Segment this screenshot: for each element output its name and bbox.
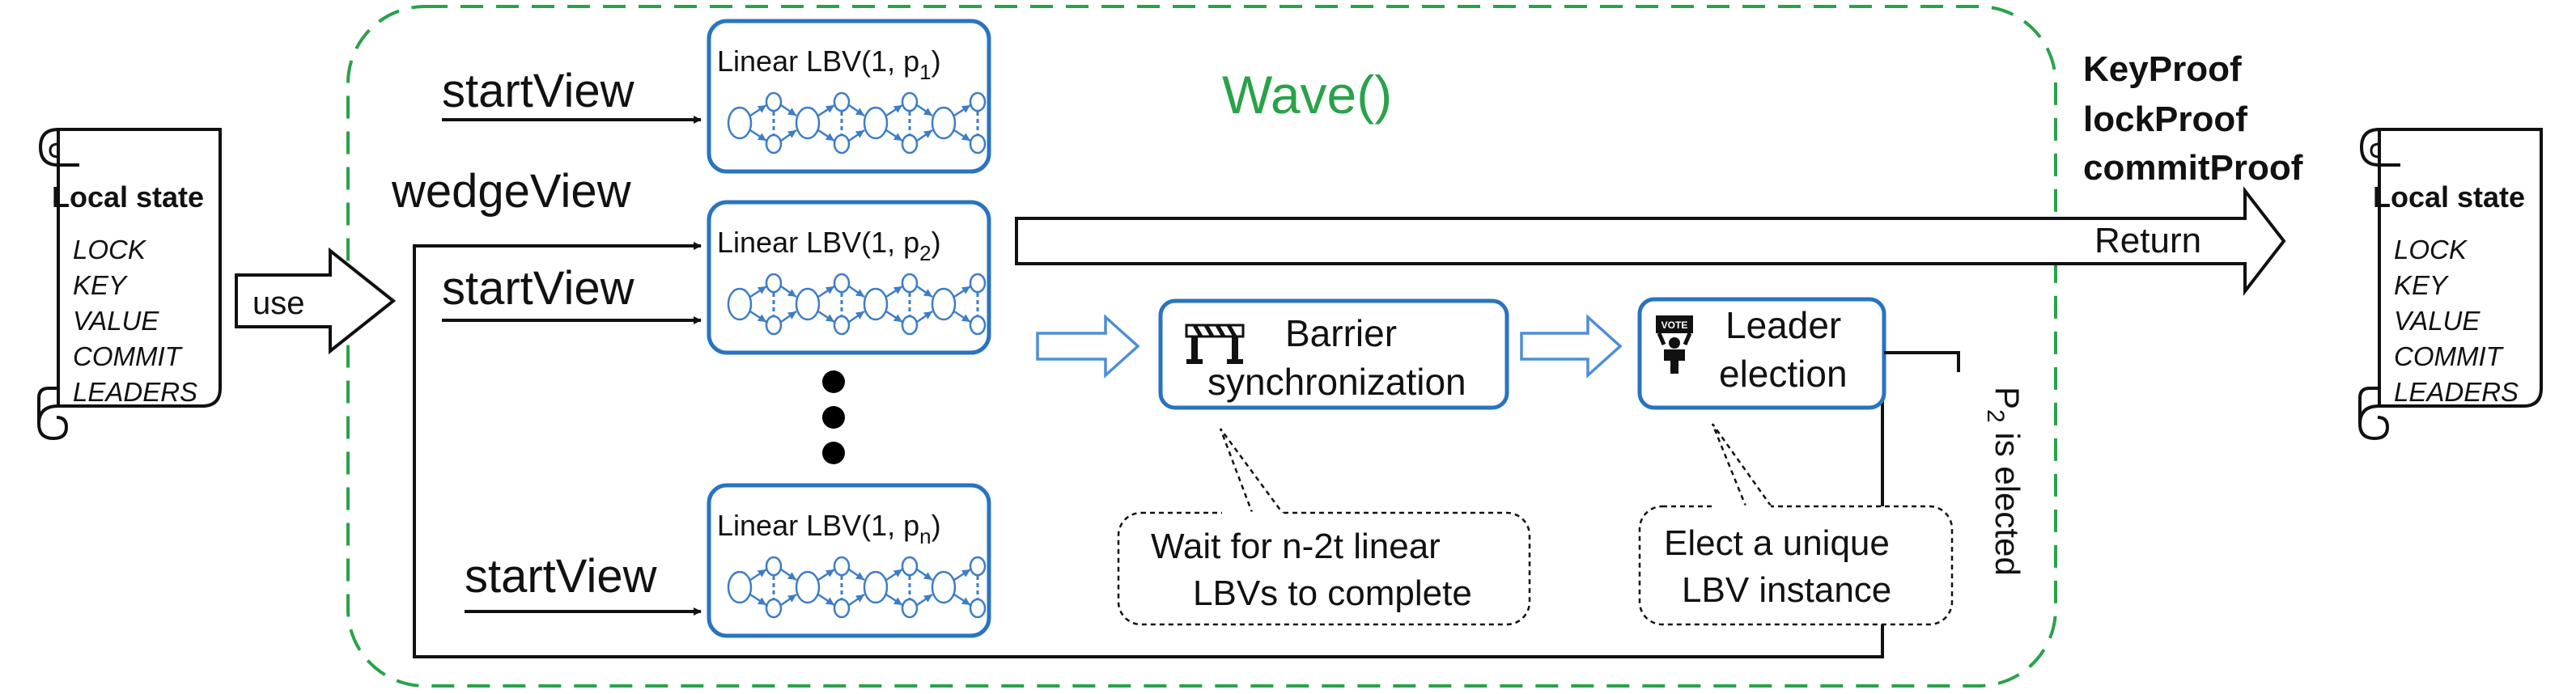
use-arrow: [235, 247, 397, 355]
barrier-line-1: Barrier: [1285, 312, 1397, 354]
lbv-instance-2: Linear LBV(1, p2): [707, 200, 991, 355]
barrier-line-2: synchronization: [1207, 361, 1466, 403]
right-local-state-title: Local state: [2373, 180, 2525, 214]
return-arrow: [1015, 186, 2286, 296]
flow-arrow-to-leader: [1520, 314, 1623, 379]
leader-note-line-2: LBV instance: [1682, 570, 1891, 610]
right-local-state-scroll: Local state LOCK KEY VALUE COMMIT LEADER…: [2358, 128, 2543, 440]
lbv-instance-1-label: Linear LBV(1, p1): [717, 44, 941, 84]
ellipsis-dot-2: [822, 406, 845, 429]
lbv-instance-n-label: Linear LBV(1, pn): [717, 509, 941, 548]
vote-icon-text: VOTE: [1661, 319, 1688, 331]
start-view-label-2: startView: [442, 262, 635, 315]
barrier-note-line-2: LBVs to complete: [1193, 573, 1472, 613]
right-field-key: KEY: [2394, 270, 2449, 300]
lock-proof-label: lockProof: [2083, 99, 2247, 139]
lbv-instance-1: Linear LBV(1, p1): [707, 19, 991, 174]
elected-label: P2 is elected: [1982, 387, 2026, 576]
ellipsis-dot-3: [822, 442, 845, 464]
commit-proof-label: commitProof: [2083, 148, 2303, 188]
wedge-view-label: wedgeView: [391, 165, 632, 218]
right-field-value: VALUE: [2394, 306, 2481, 336]
flow-arrow-to-barrier: [1036, 314, 1140, 379]
leader-note: [1638, 505, 1954, 626]
leader-line-1: Leader: [1725, 304, 1841, 346]
right-field-lock: LOCK: [2394, 235, 2468, 264]
right-field-commit: COMMIT: [2394, 341, 2505, 371]
right-field-leaders: LEADERS: [2394, 377, 2519, 407]
left-field-leaders: LEADERS: [73, 377, 197, 407]
ellipsis-dot-1: [822, 370, 845, 393]
vote-icon: VOTE: [1656, 315, 1693, 374]
wave-title: Wave(): [1222, 65, 1392, 125]
leader-line-2: election: [1719, 353, 1848, 395]
barrier-note-line-1: Wait for n-2t linear: [1151, 527, 1441, 566]
leader-to-loop-connector: [1884, 351, 1960, 372]
key-proof-label: KeyProof: [2083, 49, 2242, 89]
wave-boundary: [346, 5, 2057, 688]
left-local-state-scroll: Local state LOCK KEY VALUE COMMIT LEADER…: [37, 128, 222, 440]
lbv-instance-n: Linear LBV(1, pn): [707, 483, 991, 638]
lbv-instance-2-label: Linear LBV(1, p2): [717, 226, 941, 265]
left-field-value: VALUE: [73, 306, 159, 336]
barrier-icon: [1185, 324, 1245, 364]
return-label: Return: [2094, 221, 2201, 260]
left-local-state-title: Local state: [52, 180, 204, 214]
barrier-callout-pointer: [1219, 428, 1285, 515]
barrier-sync-box: Barrier synchronization: [1158, 298, 1509, 410]
barrier-note: [1117, 511, 1531, 626]
start-view-label-1: startView: [442, 65, 635, 117]
leader-callout-pointer: [1711, 423, 1774, 509]
left-field-key: KEY: [73, 270, 128, 300]
left-field-lock: LOCK: [73, 235, 147, 264]
leader-election-box: VOTE Leader election: [1637, 297, 1886, 410]
start-view-label-n: startView: [465, 550, 658, 603]
leader-note-line-1: Elect a unique: [1664, 523, 1890, 563]
left-field-commit: COMMIT: [73, 341, 184, 371]
use-label: use: [253, 286, 305, 321]
